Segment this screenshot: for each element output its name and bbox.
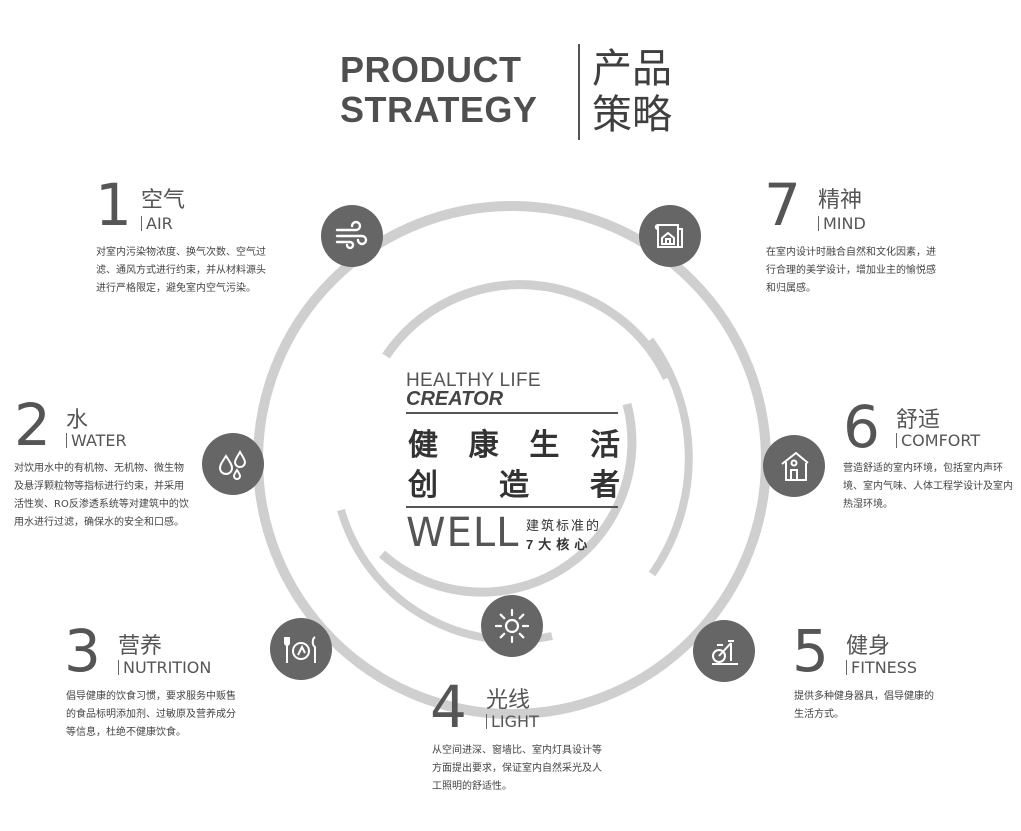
item-1-description: 对室内污染物浓度、换气次数、空气过滤、通风方式进行约束，并从材料源头进行严格限定… <box>96 247 266 294</box>
center-char: 生 <box>529 428 560 463</box>
item-5-label-en: FITNESS <box>846 658 917 677</box>
item-6-label-en: COMFORT <box>896 431 980 450</box>
item-3-description: 倡导健康的饮食习惯，要求服务中贩售的食品标明添加剂、过敏原及营养成分等信息，杜绝… <box>66 691 236 738</box>
item-4-description: 从空间进深、窗墙比、室内灯具设计等方面提出要求，保证室内自然采光及人工照明的舒适… <box>432 745 602 792</box>
item-2-number: 2 <box>14 391 51 459</box>
center-divider-top <box>406 412 618 414</box>
item-7-number: 7 <box>764 171 801 239</box>
item-1-label-en: AIR <box>141 214 173 233</box>
item-7-label-cn: 精神 <box>818 188 863 213</box>
center-char: 造 <box>499 468 529 503</box>
person-home-icon <box>763 435 825 497</box>
center-well-sub2: 7大核心 <box>526 537 593 552</box>
title-divider <box>578 44 580 140</box>
item-5-label-cn: 健身 <box>846 634 891 659</box>
item-6-number: 6 <box>843 393 880 461</box>
item-4-label-cn: 光线 <box>486 688 531 713</box>
center-char: 创 <box>408 468 438 503</box>
item-4-number: 4 <box>430 673 467 741</box>
item-5-description: 提供多种健身器具，倡导健康的生活方式。 <box>794 691 934 720</box>
item-3-label-cn: 营养 <box>118 634 163 659</box>
sun-icon <box>481 595 543 657</box>
item-7-description: 在室内设计时融合自然和文化因素，进行合理的美学设计，增加业主的愉悦感和归属感。 <box>766 247 936 294</box>
center-char: 健 <box>408 428 438 463</box>
title-chinese: 产品 策略 <box>592 46 672 138</box>
center-cn-line2: 创 造 者 <box>408 460 620 504</box>
center-char: 者 <box>590 468 620 503</box>
item-1-label-cn: 空气 <box>141 188 186 213</box>
title-en-line2: STRATEGY <box>340 89 538 130</box>
title-en-line1: PRODUCT <box>340 49 522 90</box>
center-creator: CREATOR <box>406 388 504 410</box>
title-cn-line1: 产品 <box>592 46 672 92</box>
item-2-label-cn: 水 <box>66 408 89 433</box>
wind-icon <box>321 205 383 267</box>
inner-arc-bottom <box>379 402 637 597</box>
center-well-sub1: 建筑标准的 <box>526 518 602 533</box>
title-cn-line2: 策略 <box>592 92 672 138</box>
item-3-label-en: NUTRITION <box>118 658 211 677</box>
item-3-number: 3 <box>64 617 101 685</box>
item-4-label-en: LIGHT <box>486 712 539 731</box>
item-2-label-en: WATER <box>66 431 127 450</box>
item-2-description: 对饮用水中的有机物、无机物、微生物及悬浮颗粒物等指标进行约束，并采用活性炭、RO… <box>14 463 189 528</box>
item-1-number: 1 <box>95 171 132 239</box>
blueprint-home-icon <box>639 205 701 267</box>
inner-arc-right <box>646 337 693 577</box>
center-char: 活 <box>589 428 620 463</box>
item-6-label-cn: 舒适 <box>896 408 941 433</box>
center-divider-bottom <box>406 506 618 508</box>
item-5-number: 5 <box>792 617 829 685</box>
exercise-bike-icon <box>693 620 755 682</box>
center-well: WELL <box>406 510 520 556</box>
center-healthy-life: HEALTHY LIFE <box>406 370 541 391</box>
inner-arc-top <box>382 280 672 380</box>
title-english: PRODUCT STRATEGY <box>340 50 572 130</box>
center-char: 康 <box>468 428 499 463</box>
dining-icon <box>270 618 332 680</box>
item-7-label-en: MIND <box>818 214 866 233</box>
water-drops-icon <box>202 433 264 495</box>
center-cn-line1: 健 康 生 活 <box>408 420 620 464</box>
item-6-description: 营造舒适的室内环境，包括室内声环境、室内气味、人体工程学设计及室内热湿环境。 <box>843 463 1013 510</box>
